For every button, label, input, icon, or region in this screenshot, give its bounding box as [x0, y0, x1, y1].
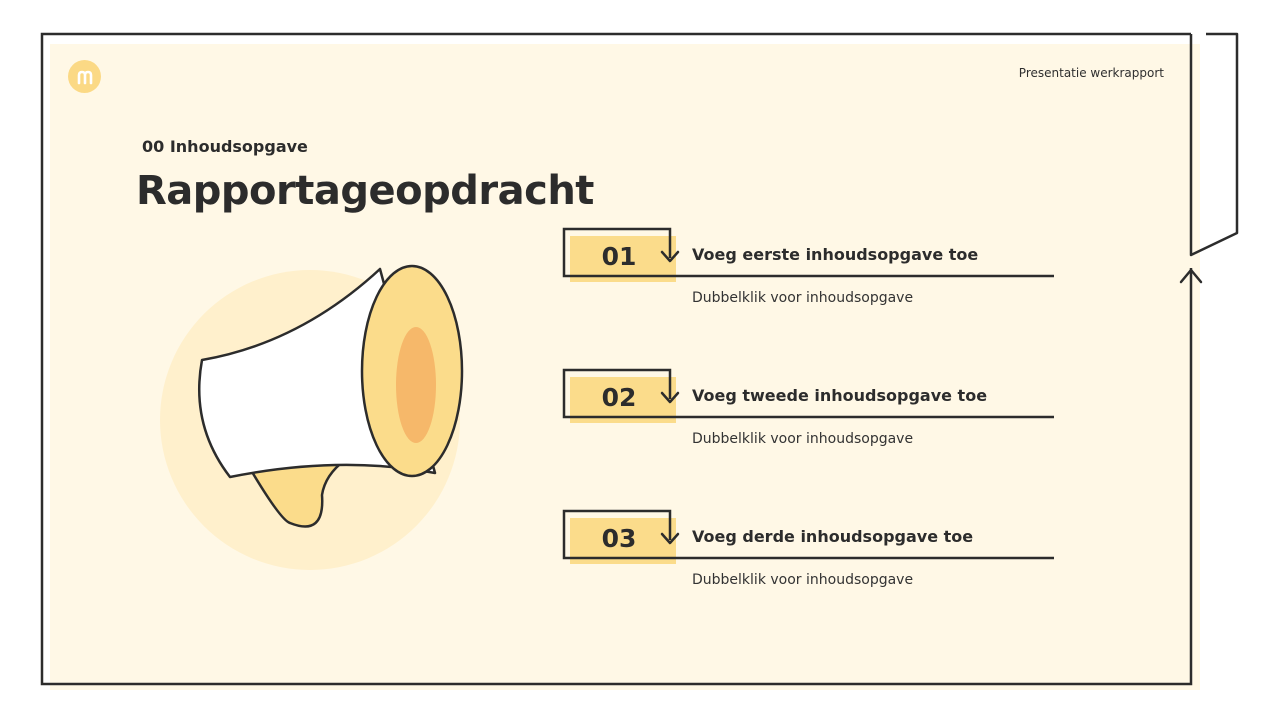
megaphone-icon: [160, 264, 464, 570]
number-box: [570, 518, 676, 564]
number-box: [570, 377, 676, 423]
toc-title[interactable]: Voeg eerste inhoudsopgave toe: [692, 245, 979, 264]
section-label: 00 Inhoudsopgave: [142, 137, 308, 156]
toc-item-3[interactable]: 03 Voeg derde inhoudsopgave toe Dubbelkl…: [562, 509, 1062, 610]
number-box: [570, 236, 676, 282]
toc-decoration: [562, 509, 1054, 560]
toc-number: 02: [601, 382, 637, 412]
toc-item-2[interactable]: 02 Voeg tweede inhoudsopgave toe Dubbelk…: [562, 368, 1062, 469]
toc-description[interactable]: Dubbelklik voor inhoudsopgave: [692, 572, 914, 588]
page-title: Rapportageopdracht: [136, 168, 594, 214]
toc-item-1[interactable]: 01 Voeg eerste inhoudsopgave toe Dubbelk…: [562, 227, 1062, 328]
toc-title[interactable]: Voeg tweede inhoudsopgave toe: [692, 386, 988, 405]
report-title: Presentatie werkrapport: [1018, 66, 1164, 80]
toc-description[interactable]: Dubbelklik voor inhoudsopgave: [692, 290, 914, 306]
m-logo-icon: [68, 60, 101, 93]
toc-number: 03: [601, 523, 637, 553]
toc-number: 01: [601, 241, 637, 271]
toc-decoration: [562, 368, 1054, 419]
toc-description[interactable]: Dubbelklik voor inhoudsopgave: [692, 431, 914, 447]
toc-title[interactable]: Voeg derde inhoudsopgave toe: [692, 527, 974, 546]
toc-decoration: [562, 227, 1054, 278]
